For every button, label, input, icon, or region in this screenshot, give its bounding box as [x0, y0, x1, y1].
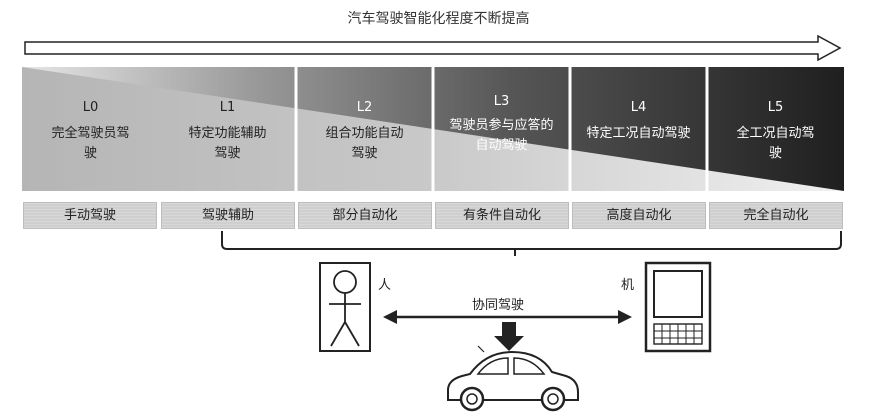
level-l1: L1 特定功能辅助驾驶: [159, 98, 296, 188]
level-description: 特定功能辅助驾驶: [188, 126, 267, 161]
cooperation-label: 协同驾驶: [472, 298, 525, 313]
level-description: 组合功能自动驾驶: [325, 126, 404, 161]
level-code: L5: [767, 100, 784, 115]
down-arrow-icon: [494, 322, 524, 351]
level-l3: L3 驾驶员参与应答的自动驾驶: [433, 92, 570, 182]
level-description: 特定工况自动驾驶: [586, 126, 691, 141]
progress-arrow: [24, 34, 842, 62]
car-icon: [447, 345, 579, 412]
level-l5: L5 全工况自动驾驶: [707, 98, 844, 188]
level-code: L1: [219, 100, 236, 115]
automation-label-l1: 驾驶辅助: [161, 202, 295, 229]
human-figure-icon: [319, 262, 371, 352]
automation-label-l3: 有条件自动化: [435, 202, 569, 229]
human-label: 人: [378, 278, 392, 293]
automation-label-l5: 完全自动化: [709, 202, 843, 229]
level-code: L2: [356, 100, 373, 115]
level-code: L0: [82, 100, 99, 115]
level-code: L4: [630, 100, 647, 115]
level-l4: L4 特定工况自动驾驶: [570, 98, 707, 188]
level-code: L3: [493, 94, 510, 109]
diagram-title: 汽车驾驶智能化程度不断提高: [347, 11, 530, 27]
automation-label-l0: 手动驾驶: [23, 202, 157, 229]
level-l2: L2 组合功能自动驾驶: [296, 98, 433, 188]
double-arrow-icon: [383, 310, 632, 324]
computer-terminal-icon: [644, 261, 712, 353]
level-description: 全工况自动驾驶: [736, 126, 815, 161]
machine-label: 机: [621, 278, 635, 293]
level-description: 驾驶员参与应答的自动驾驶: [449, 118, 554, 153]
automation-gradient-band: [22, 67, 844, 191]
automation-label-l4: 高度自动化: [572, 202, 706, 229]
bracket: [221, 231, 842, 256]
automation-label-l2: 部分自动化: [298, 202, 432, 229]
level-description: 完全驾驶员驾驶: [51, 126, 130, 161]
level-l0: L0 完全驾驶员驾驶: [22, 98, 159, 188]
